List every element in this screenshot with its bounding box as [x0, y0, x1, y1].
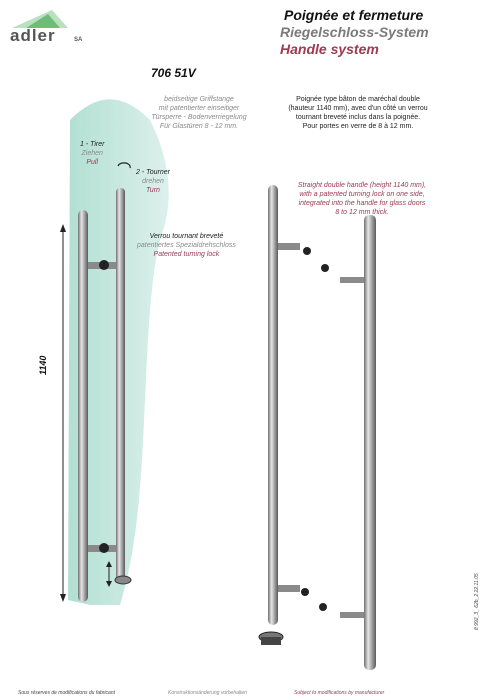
dimension-label: 1140 — [38, 355, 48, 375]
title-fr: Poignée et fermeture — [284, 7, 424, 23]
footer-en: Subject to modifications by manufacturer — [294, 690, 385, 696]
floor-lock — [114, 575, 132, 585]
description-en: Straight double handle (height 1140 mm),… — [297, 182, 427, 216]
logo-text: adler — [10, 26, 56, 45]
turn-arrow-icon — [117, 162, 131, 169]
handle-bar-right — [364, 215, 376, 670]
footer-fr: Sous réserves de modifications du fabric… — [18, 690, 115, 696]
logo-suffix: SA — [74, 37, 83, 43]
title-de: Riegelschloss-System — [280, 24, 429, 40]
adler-logo: adler SA — [8, 6, 88, 46]
description-fr: Poignée type bâton de maréchal double(ha… — [288, 96, 428, 130]
document-reference: ft 992_3_ 62b_2 22.11.05 — [474, 573, 480, 630]
title-en: Handle system — [280, 41, 379, 57]
handle-bar-front — [78, 210, 88, 602]
handle-bar-back — [116, 188, 125, 582]
footer-de: Konstruktionsänderung vorbehalten — [168, 690, 247, 696]
handle-bar-left — [268, 185, 278, 625]
model-number: 706 51V — [151, 66, 196, 80]
